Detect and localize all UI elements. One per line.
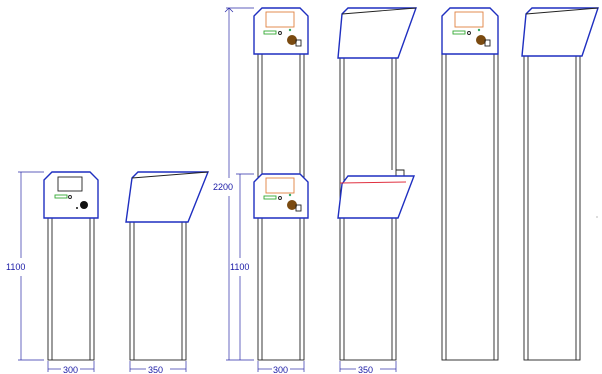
kiosk-double-front-view (253, 7, 309, 361)
dimension-width-canopy: 350 (129, 361, 187, 374)
canopy-head-lower (337, 175, 416, 219)
canopy-head-upper (337, 7, 417, 59)
dim-label-350-single: 350 (148, 365, 163, 374)
kiosk-screen (57, 176, 83, 192)
dimension-width-double: 300 (257, 361, 305, 374)
kiosk-screen-tall (454, 11, 484, 28)
kiosk-pillar (47, 209, 95, 361)
kiosk-double-canopy-view (337, 7, 417, 361)
kiosk-tall-canopy-view (521, 7, 599, 361)
dim-label-1100-single: 1100 (6, 262, 25, 272)
dimension-height-double-lower: 1100 (230, 173, 254, 360)
led-indicator (68, 195, 72, 199)
card-slot-tall (452, 30, 466, 35)
dim-label-2200: 2200 (213, 182, 233, 192)
dim-label-1100-double: 1100 (230, 262, 249, 272)
kiosk-tall-front-view (441, 7, 499, 361)
canopy-head-tall (521, 7, 599, 57)
coin-slot-upper (287, 35, 297, 45)
kiosk-head (43, 171, 99, 219)
tall-pillar (441, 47, 499, 361)
receipt-slot-lower (295, 204, 302, 212)
card-slot-lower (263, 195, 277, 200)
coin-slot-tall (476, 35, 486, 45)
canopy-pillar (129, 211, 187, 361)
coin-slot-lower (287, 200, 297, 210)
canopy-head (125, 171, 210, 223)
kiosk-screen-upper (265, 11, 295, 28)
tall-canopy-pillar (523, 47, 581, 361)
coin-slot (80, 201, 88, 209)
kiosk-single-front-view (43, 171, 99, 361)
dimension-width-single: 300 (47, 361, 95, 374)
kiosk-head-tall (441, 7, 499, 55)
kiosk-single-canopy-view (125, 171, 210, 361)
card-slot (54, 194, 68, 199)
receipt-slot-upper (295, 39, 302, 47)
dimension-height-single: 1100 (6, 171, 44, 361)
kiosk-screen-lower (265, 177, 295, 194)
dim-label-300-single: 300 (63, 365, 78, 374)
dimension-height-double-total: 2200 (213, 7, 254, 361)
dimension-width-double-canopy: 350 (339, 361, 397, 374)
receipt-slot-tall (484, 39, 491, 47)
kiosk-head-upper (253, 7, 309, 55)
card-slot-upper (263, 30, 277, 35)
dim-label-300-double: 300 (273, 365, 288, 374)
dim-label-350-double: 350 (358, 365, 373, 374)
